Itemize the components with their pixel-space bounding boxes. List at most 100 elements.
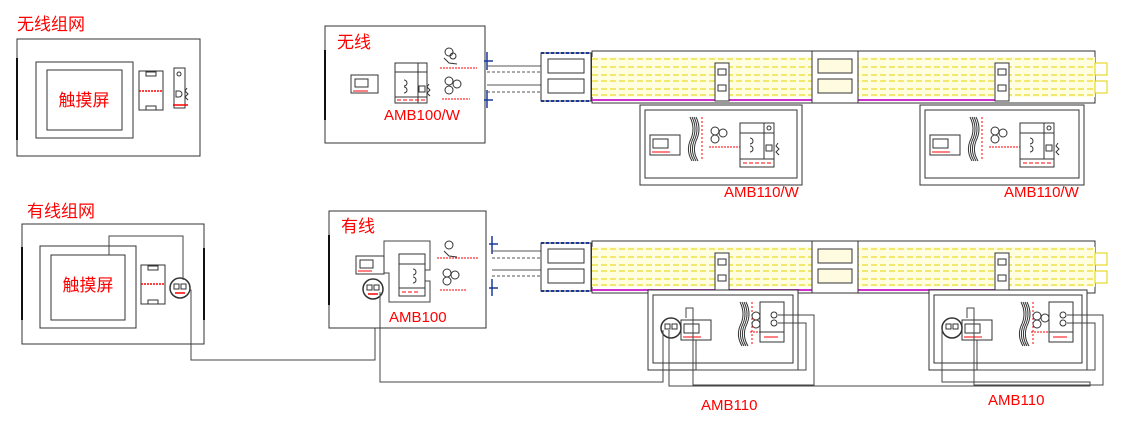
wireless-network-title: 无线组网: [17, 15, 85, 35]
status-led-icon: [1046, 125, 1052, 131]
status-led-icon: [766, 125, 772, 131]
rj45-port: [671, 323, 678, 330]
port-icon: [749, 137, 754, 153]
controller-module: [759, 301, 785, 343]
cable-bundle: [969, 116, 976, 162]
mount-bracket: [484, 52, 493, 108]
meter-display: [652, 138, 669, 149]
cable-bundle: [1022, 301, 1029, 347]
cable-bundle: [1018, 301, 1025, 347]
end-cap: [1094, 252, 1108, 266]
wired-slave-cabinet: [928, 289, 1104, 386]
touchscreen-label: 触摸屏: [63, 276, 114, 296]
meter-icon: [929, 134, 961, 156]
cable-bundle: [687, 116, 694, 162]
joint-row: [817, 58, 853, 74]
sensor-icon: [442, 76, 470, 100]
tap-off-slot: [717, 84, 727, 92]
wired-slave-1-model: AMB110: [701, 397, 757, 414]
wireless-tag: 无线: [337, 33, 371, 53]
terminal-row: [547, 268, 585, 284]
wired-hmi-panel: 有线组网 触摸屏: [21, 202, 376, 361]
antenna-port: [765, 144, 773, 152]
ethernet-cable: [685, 307, 815, 386]
tap-off-slot: [997, 84, 1007, 92]
rj45-port: [952, 323, 959, 330]
cable-bundle: [1024, 301, 1031, 347]
touchscreen-label: 触摸屏: [59, 91, 110, 111]
cable-bundle: [737, 301, 744, 347]
sensor-icon: [710, 134, 720, 144]
wireless-master-cabinet: 无线 AMB100/W: [324, 25, 545, 144]
touchscreen: [46, 69, 123, 131]
terminal-row: [547, 248, 585, 264]
rj45-coupler-icon: [169, 277, 191, 299]
rj45-coupler-icon: [941, 317, 963, 339]
meter-icon: [649, 134, 681, 156]
rs485-cable: [976, 322, 1096, 371]
meter-display: [964, 323, 981, 334]
rj45-coupler-icon: [660, 317, 682, 339]
ethernet-cable: [668, 330, 1091, 387]
tap-off-slot: [717, 274, 727, 282]
wireless-slave-cabinet: [639, 104, 803, 186]
mount-bracket: [489, 236, 498, 296]
cable-bundle: [971, 116, 978, 162]
sensor-icon: [998, 128, 1008, 138]
end-cap: [1094, 270, 1108, 284]
antenna-icon: [1055, 142, 1060, 156]
port-icon: [770, 319, 778, 327]
cable-bundle: [973, 116, 980, 162]
busbar-assembly: [540, 240, 1108, 294]
wireless-master-model: AMB100/W: [384, 107, 461, 124]
controller-module: [394, 62, 428, 104]
end-cap: [1094, 62, 1108, 76]
sensor-icon: [440, 268, 466, 291]
wired-network-title: 有线组网: [27, 202, 95, 222]
wireless-slave-2-model: AMB110/W: [1004, 184, 1080, 201]
antenna-port: [1045, 144, 1053, 152]
tap-off-slot: [997, 274, 1007, 282]
sensor-icon: [718, 128, 728, 138]
cable-bundle: [693, 116, 700, 162]
wireless-hmi-panel: 无线组网 触摸屏: [16, 15, 201, 157]
rj45-port: [945, 323, 952, 330]
ethernet-cable: [379, 292, 664, 383]
wireless-module: [173, 67, 186, 109]
rj45-port: [664, 323, 671, 330]
sensor-icon: [990, 134, 1000, 144]
wired-master-model: AMB100: [389, 309, 447, 326]
controller-module: [1048, 301, 1074, 343]
cable-bundle: [689, 116, 696, 162]
tap-off-slot: [997, 68, 1007, 76]
touchscreen: [50, 254, 126, 321]
antenna-icon: [440, 47, 477, 69]
port-icon: [1029, 137, 1034, 153]
wireless-slave-1-model: AMB110/W: [724, 184, 800, 201]
port-icon: [770, 311, 778, 319]
rs485-cable: [695, 322, 807, 371]
wireless-slave-cabinet: [919, 104, 1085, 186]
tap-off-slot: [997, 258, 1007, 266]
wired-tag: 有线: [341, 217, 375, 237]
wired-slave-cabinet: [647, 289, 815, 386]
joint-row: [817, 268, 853, 284]
joint-row: [817, 248, 853, 264]
antenna-icon: [775, 142, 780, 156]
busbar-assembly: [540, 50, 1108, 104]
tap-off-slot: [717, 68, 727, 76]
wired-slave-2-model: AMB110: [988, 392, 1044, 409]
terminal-row: [547, 78, 585, 94]
cable-bundle: [739, 301, 746, 347]
cable-bundle: [741, 301, 748, 347]
tap-off-slot: [717, 258, 727, 266]
end-cap: [1094, 80, 1108, 94]
antenna-icon: [437, 240, 478, 259]
port-icon: [1059, 319, 1067, 327]
cable-bundle: [1020, 301, 1027, 347]
cable-bundle: [743, 301, 750, 347]
port-icon: [1059, 311, 1067, 319]
meter-display: [683, 323, 700, 334]
joint-row: [817, 78, 853, 94]
